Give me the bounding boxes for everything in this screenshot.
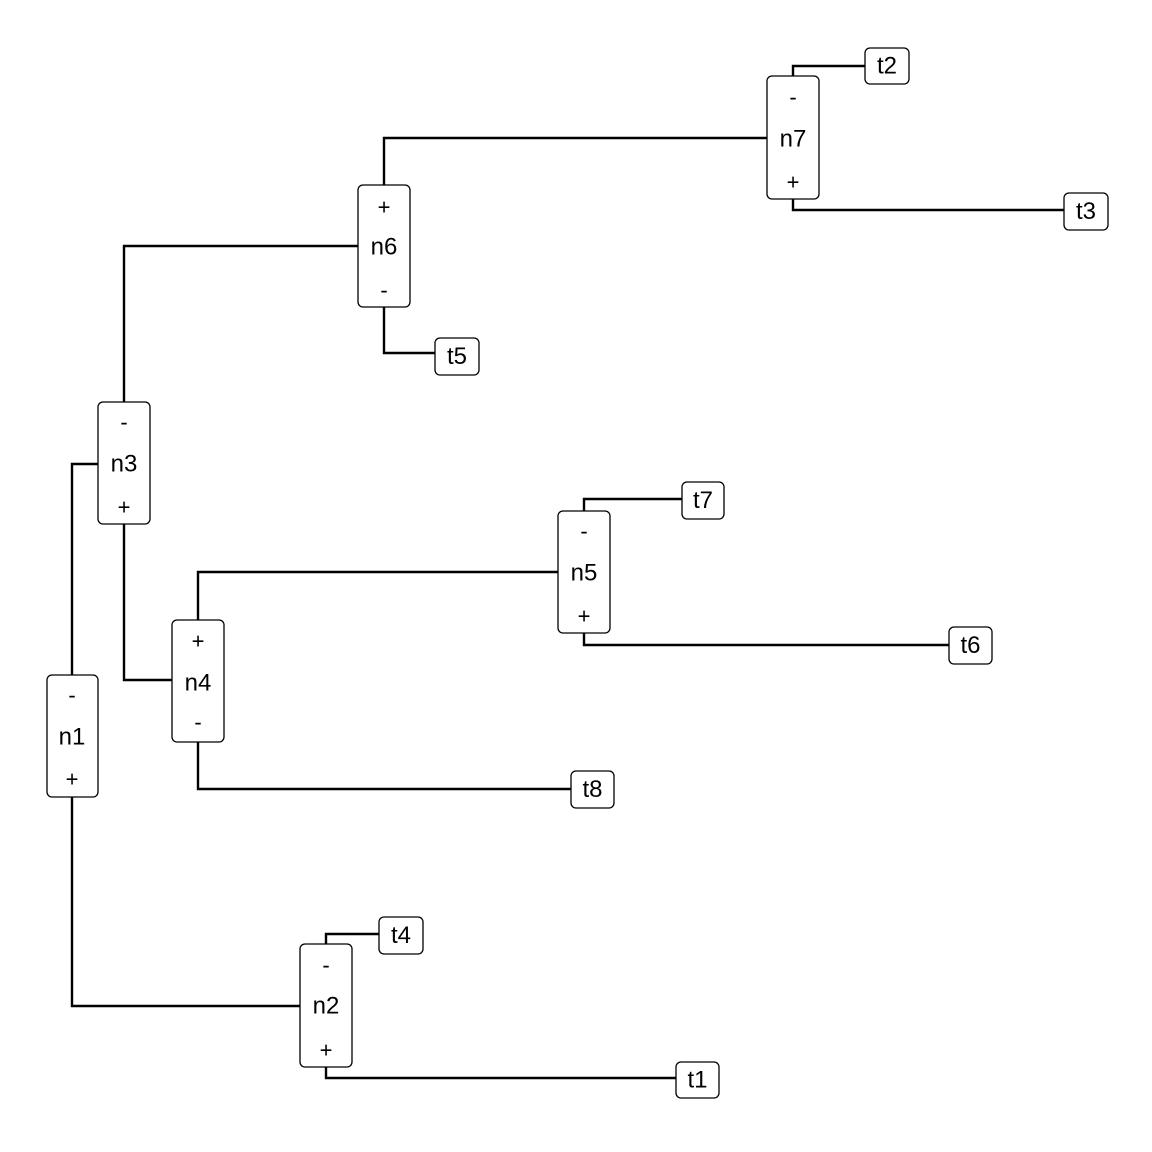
node-n5-label: n5 — [571, 560, 598, 587]
leaf-t3: t3 — [1063, 192, 1109, 231]
leaf-t4-label: t4 — [391, 922, 411, 949]
leaf-t3-box — [1063, 192, 1109, 231]
node-n1-top-sign: - — [68, 683, 75, 708]
node-n6-bottom-sign: - — [380, 278, 387, 303]
node-n4-label: n4 — [185, 670, 212, 697]
node-n1: - n1 + — [46, 674, 99, 798]
edge-n1-n3 — [70, 462, 98, 675]
leaf-t7-box — [681, 481, 725, 520]
leaf-t3-label: t3 — [1076, 198, 1096, 225]
leaf-t8-label: t8 — [582, 776, 602, 803]
edge-n7-t2 — [791, 64, 865, 76]
leaf-t6: t6 — [948, 626, 993, 665]
node-n5-box — [557, 510, 611, 634]
node-n3-bottom-sign: + — [118, 495, 131, 520]
leaf-t1-box — [675, 1061, 720, 1099]
node-n3: - n3 + — [97, 401, 151, 525]
node-n1-bottom-sign: + — [66, 767, 79, 792]
leaf-t5-box — [434, 337, 480, 376]
node-n2: - n2 + — [299, 943, 353, 1068]
leaf-t4-box — [378, 916, 424, 955]
node-n5-top-sign: - — [580, 519, 587, 544]
node-n6-label: n6 — [371, 234, 398, 261]
leaf-t7: t7 — [681, 481, 725, 520]
node-n4: + n4 - — [171, 619, 225, 743]
node-n3-top-sign: - — [120, 410, 127, 435]
node-n6-box — [357, 184, 411, 308]
node-n7-bottom-sign: + — [787, 170, 800, 195]
leaf-t8-box — [570, 770, 615, 809]
node-n2-box — [299, 943, 353, 1068]
node-n1-box — [46, 674, 99, 798]
node-n6: + n6 - — [357, 184, 411, 308]
edges — [70, 64, 1064, 1080]
leaf-t8: t8 — [570, 770, 615, 809]
node-n5: - n5 + — [557, 510, 611, 634]
node-n2-top-sign: - — [322, 953, 329, 978]
edge-n2-t4 — [324, 932, 379, 944]
leaf-t7-label: t7 — [693, 487, 713, 514]
node-n3-label: n3 — [111, 451, 138, 478]
leaf-t1: t1 — [675, 1061, 720, 1099]
node-n5-bottom-sign: + — [578, 604, 591, 629]
node-n1-label: n1 — [59, 724, 86, 751]
node-n3-box — [97, 401, 151, 525]
node-n4-bottom-sign: - — [194, 710, 201, 735]
edge-n6-n7 — [382, 136, 767, 185]
leaf-t2: t2 — [864, 47, 910, 85]
node-n7-box — [766, 75, 820, 200]
edge-n2-t1 — [324, 1067, 676, 1080]
edge-n4-t8 — [196, 742, 571, 791]
leaf-t2-box — [864, 47, 910, 85]
edge-n3-n4 — [122, 524, 172, 682]
leaf-t5: t5 — [434, 337, 480, 376]
edge-n3-n6 — [122, 244, 358, 402]
node-n2-bottom-sign: + — [320, 1038, 333, 1063]
edge-n6-t5 — [382, 307, 435, 355]
node-n4-box — [171, 619, 225, 743]
edge-n1-n2 — [70, 797, 300, 1008]
node-n7: - n7 + — [766, 75, 820, 200]
leaf-t6-box — [948, 626, 993, 665]
leaf-t4: t4 — [378, 916, 424, 955]
node-n4-top-sign: + — [192, 629, 205, 654]
edge-n7-t3 — [791, 199, 1064, 212]
node-n7-label: n7 — [780, 126, 807, 153]
edge-n5-t6 — [582, 633, 949, 647]
node-n6-top-sign: + — [378, 195, 391, 220]
leaf-t2-label: t2 — [877, 53, 897, 80]
leaf-t1-label: t1 — [687, 1067, 707, 1094]
edge-n5-t7 — [582, 497, 682, 511]
leaf-t6-label: t6 — [960, 632, 980, 659]
node-n7-top-sign: - — [789, 85, 796, 110]
node-n2-label: n2 — [313, 993, 340, 1020]
edge-n4-n5 — [196, 570, 558, 620]
leaf-t5-label: t5 — [447, 343, 467, 370]
